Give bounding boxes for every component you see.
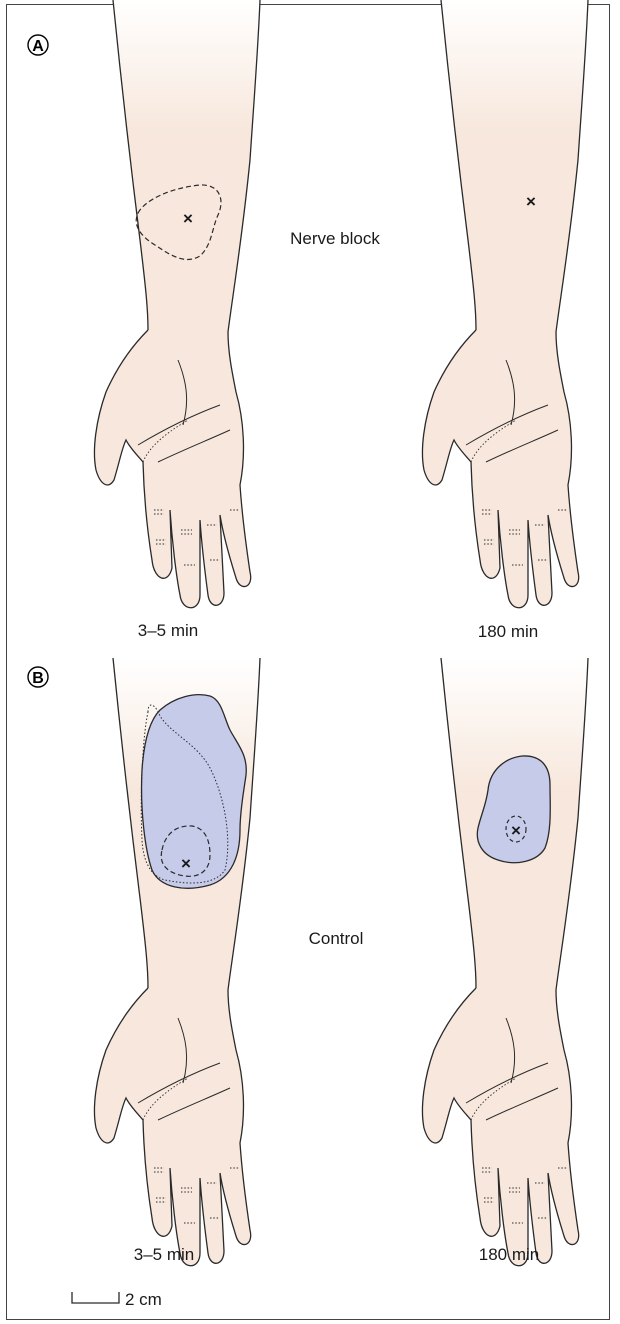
marker-b-right: × (511, 821, 521, 840)
arm-a-left (94, 0, 260, 608)
marker-a-right: × (526, 192, 536, 211)
panel-b-label: Control (309, 929, 364, 948)
panel-a-time-left: 3–5 min (138, 621, 198, 640)
panel-b-time-right: 180 min (479, 1245, 539, 1264)
scale-bar-label: 2 cm (125, 1290, 162, 1309)
panel-a-label: Nerve block (290, 229, 380, 248)
panel-a-letter: A (32, 38, 44, 55)
arm-a-right (422, 0, 588, 608)
scale-bar (72, 1292, 119, 1303)
panel-a-time-right: 180 min (478, 622, 538, 641)
marker-b-left: × (181, 854, 191, 873)
marker-a-left: × (183, 209, 193, 228)
panel-b-letter: B (32, 670, 44, 687)
panel-b-time-left: 3–5 min (134, 1245, 194, 1264)
arm-b-right (422, 658, 588, 1266)
